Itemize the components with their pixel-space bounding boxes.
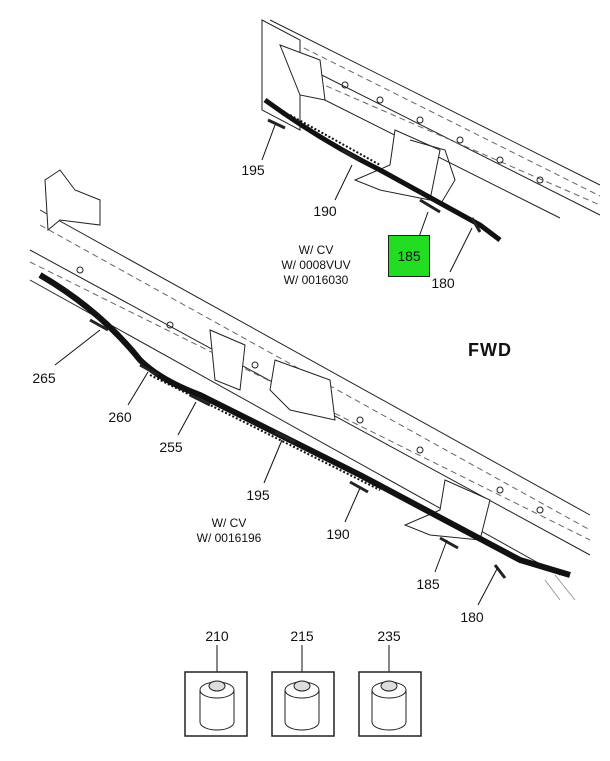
upper-view-note: W/ CV W/ 0008VUV W/ 0016030 (281, 243, 350, 288)
leader-lines (54, 124, 499, 672)
callout-210[interactable]: 210 (205, 628, 229, 644)
note-line: W/ 0016030 (283, 273, 349, 287)
upper-frame-rail (261, 19, 601, 242)
forward-direction-label: FWD (468, 340, 512, 360)
callout-185-lower[interactable]: 185 (416, 576, 440, 592)
callout-265[interactable]: 265 (32, 370, 56, 386)
callout-185-upper-highlighted[interactable]: 185 (388, 235, 430, 277)
callout-190-upper[interactable]: 190 (313, 203, 337, 219)
callout-235[interactable]: 235 (377, 628, 401, 644)
callout-180-lower[interactable]: 180 (460, 609, 484, 625)
container-cans (199, 680, 407, 731)
lower-view-note: W/ CV W/ 0016196 (197, 516, 262, 546)
callout-260[interactable]: 260 (108, 409, 132, 425)
callout-195-upper[interactable]: 195 (241, 162, 265, 178)
callout-215[interactable]: 215 (290, 628, 314, 644)
callout-190-lower[interactable]: 190 (326, 526, 350, 542)
note-line: W/ CV (298, 243, 334, 257)
note-line: W/ 0008VUV (281, 258, 351, 272)
callout-255[interactable]: 255 (159, 439, 183, 455)
callout-180-upper[interactable]: 180 (431, 275, 455, 291)
callout-195-lower[interactable]: 195 (246, 487, 270, 503)
container-boxes (184, 671, 422, 737)
lower-frame-rail (29, 169, 591, 601)
note-line: W/ CV (211, 516, 247, 530)
note-line: W/ 0016196 (196, 531, 262, 545)
